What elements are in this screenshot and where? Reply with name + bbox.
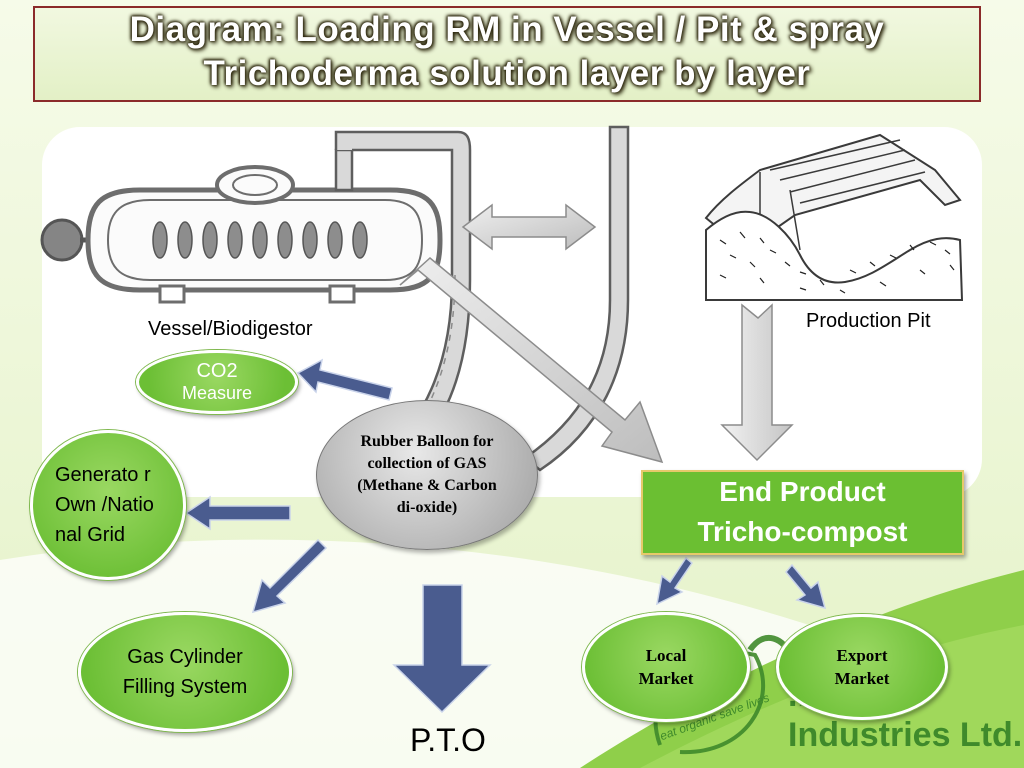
co2-measure-oval: CO2 Measure bbox=[136, 350, 298, 414]
diagonal-arrow-to-end-product bbox=[399, 257, 664, 464]
title-line-2: Trichoderma solution layer by layer bbox=[203, 54, 811, 93]
blue-arrows bbox=[184, 358, 827, 714]
arrow-to-co2 bbox=[296, 358, 393, 401]
gas-cylinder-oval: Gas Cylinder Filling System bbox=[78, 612, 292, 732]
pto-label: P.T.O bbox=[410, 722, 486, 758]
title-box: Diagram: Loading RM in Vessel / Pit & sp… bbox=[33, 6, 981, 102]
arrow-down-pto bbox=[392, 584, 492, 714]
end-product-line-2: Tricho-compost bbox=[697, 516, 908, 547]
production-pit-label: Production Pit bbox=[806, 310, 931, 332]
generator-label: Generato r Own /National Grid bbox=[55, 464, 154, 546]
local-market-label: Local Market bbox=[638, 646, 694, 688]
end-product-box: End Product Tricho-compost bbox=[641, 470, 964, 555]
local-market-oval: Local Market bbox=[582, 612, 750, 722]
export-market-label: Export Market bbox=[834, 646, 890, 688]
export-market-oval: Export Market bbox=[776, 614, 948, 720]
arrow-to-generator bbox=[184, 495, 291, 531]
biodigestor-illustration bbox=[40, 165, 443, 304]
arrow-to-gas-cylinder bbox=[251, 538, 328, 614]
co2-measure-label: Measure bbox=[181, 383, 253, 403]
arrow-to-local-market bbox=[656, 556, 694, 606]
rubber-balloon-oval: Rubber Balloon for collection of GAS (Me… bbox=[316, 400, 538, 550]
rubber-balloon-label: Rubber Balloon for collection of GAS (Me… bbox=[357, 433, 497, 516]
gas-cylinder-label: Gas Cylinder Filling System bbox=[122, 646, 248, 698]
down-arrow-from-pit bbox=[720, 303, 794, 462]
co2-label: CO2 bbox=[196, 360, 238, 382]
arrow-to-export-market bbox=[785, 563, 827, 610]
double-arrow-icon bbox=[461, 203, 597, 251]
generator-oval: Generato r Own /National Grid bbox=[30, 430, 186, 580]
production-pit-illustration bbox=[704, 133, 964, 301]
end-product-line-1: End Product bbox=[719, 476, 886, 507]
vessel-label: Vessel/Biodigestor bbox=[148, 318, 313, 340]
title-line-1: Diagram: Loading RM in Vessel / Pit & sp… bbox=[129, 10, 885, 49]
